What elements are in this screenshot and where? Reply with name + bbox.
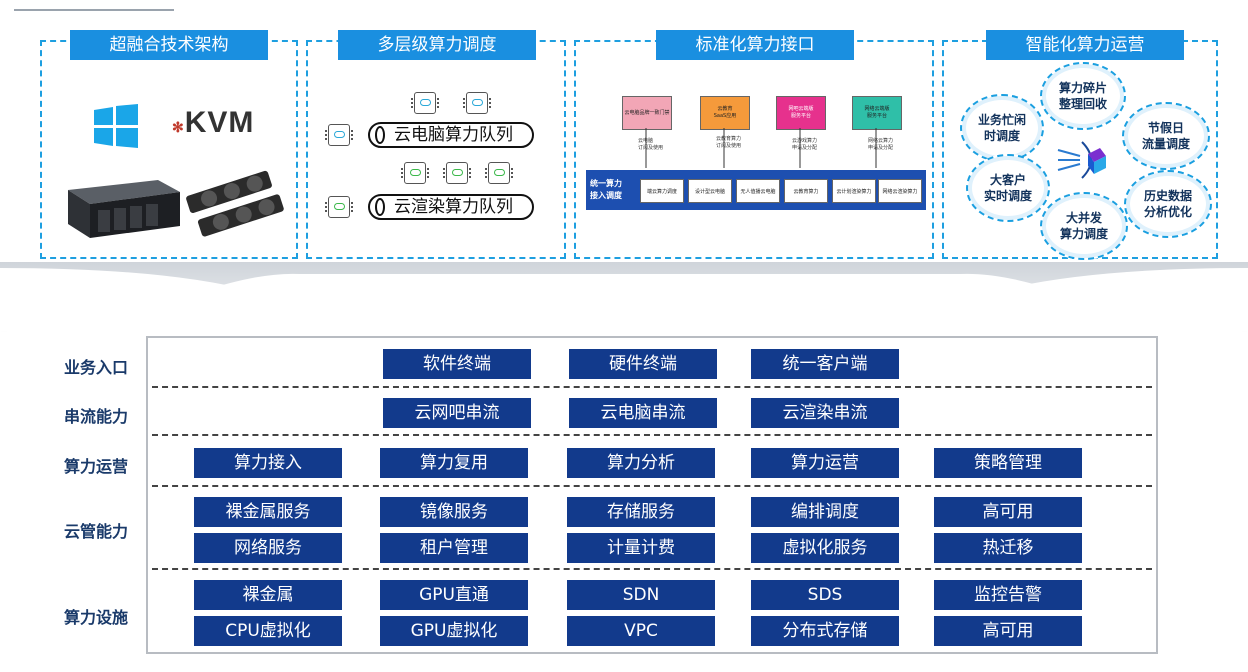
gpu-chip-icon — [485, 162, 513, 184]
layer-cell: 云渲染串流 — [751, 398, 899, 428]
layer-cell: 监控告警 — [934, 580, 1082, 610]
api-note: 云游戏算力 申请及分配 — [792, 138, 818, 151]
layer-cell: 云电脑串流 — [569, 398, 717, 428]
layer-cell: 分布式存储 — [751, 616, 899, 646]
gpu-chip-icon — [401, 162, 429, 184]
api-sub-box: 端云算力调度 — [640, 179, 684, 203]
layer-cell: 硬件终端 — [569, 349, 717, 379]
cpu-chip-icon — [463, 92, 491, 114]
layer-divider — [152, 485, 1152, 487]
layer-cell: 统一客户端 — [751, 349, 899, 379]
layer-cell: 软件终端 — [383, 349, 531, 379]
api-note: 网络云算力 申请及分配 — [868, 138, 894, 151]
cpu-chip-icon — [325, 124, 353, 146]
api-sub-box: 设计型云电脑 — [688, 179, 732, 203]
layer-cell: 算力接入 — [194, 448, 342, 478]
layer-cell: 云网吧串流 — [383, 398, 531, 428]
api-sub-box: 无人值播云电脑 — [736, 179, 780, 203]
ops-bubble: 大并发 算力调度 — [1040, 192, 1128, 260]
layer-cell: SDS — [751, 580, 899, 610]
layer-cell: 策略管理 — [934, 448, 1082, 478]
panel-scheduling: 多层级算力调度 云电脑算力队列 云渲染算力队列 — [306, 30, 566, 259]
layer-cell: GPU直通 — [380, 580, 528, 610]
api-connector-lines — [645, 128, 877, 168]
layer-cell: 算力分析 — [567, 448, 715, 478]
api-side-label: 统一算力 接入调度 — [590, 179, 622, 200]
api-note: 云电脑 订阅及使用 — [638, 138, 664, 151]
layer-divider — [152, 434, 1152, 436]
ops-bubble: 节假日 流量调度 — [1122, 102, 1210, 170]
queue-cloud-pc: 云电脑算力队列 — [368, 122, 534, 148]
layer-cell: 计量计费 — [567, 533, 715, 563]
top-divider — [14, 9, 174, 11]
gpu-chip-icon — [443, 162, 471, 184]
api-sub-box: 云计划渲染算力 — [832, 179, 876, 203]
ops-bubble: 大客户 实时调度 — [966, 154, 1050, 222]
layer-cell: 裸金属服务 — [194, 497, 342, 527]
gpu-cards-icon — [186, 170, 284, 237]
layer-cell: 网络服务 — [194, 533, 342, 563]
queue-cloud-render: 云渲染算力队列 — [368, 194, 534, 220]
layer-cell: 热迁移 — [934, 533, 1082, 563]
ops-bubble: 业务忙闲 时调度 — [960, 94, 1044, 162]
layer-cell: 裸金属 — [194, 580, 342, 610]
api-service-box: 网络云端版 服务平台 — [852, 96, 902, 130]
layer-cell: GPU虚拟化 — [380, 616, 528, 646]
layer-divider — [152, 386, 1152, 388]
windows-logo-icon — [94, 104, 138, 148]
api-sub-box: 云教育算力 — [784, 179, 828, 203]
kvm-logo: ✻KVM — [172, 106, 255, 139]
layer-cell: 高可用 — [934, 616, 1082, 646]
panel-api: 标准化算力接口 云电脑品牌一致门禁 云教育 SaaS应用 网吧云端版 服务平台 … — [574, 30, 934, 259]
layer-label-business-entry: 业务入口 — [63, 358, 128, 377]
api-service-box: 网吧云端版 服务平台 — [776, 96, 826, 130]
gpu-chip-icon — [325, 196, 353, 218]
panel-title-scheduling: 多层级算力调度 — [338, 30, 536, 60]
api-sub-box: 网络云渲染算力 — [878, 179, 922, 203]
layer-label-compute-ops: 算力运营 — [63, 457, 128, 476]
layer-cell: 算力复用 — [380, 448, 528, 478]
layer-cell: 虚拟化服务 — [751, 533, 899, 563]
ai-chip-icon — [1057, 141, 1106, 179]
layer-cell: 高可用 — [934, 497, 1082, 527]
layer-cell: 租户管理 — [380, 533, 528, 563]
server-icon — [68, 180, 180, 238]
funnel-shape — [0, 262, 1248, 332]
layer-label-infrastructure: 算力设施 — [63, 608, 128, 627]
layer-cell: VPC — [567, 616, 715, 646]
api-note: 云教育算力 订阅及使用 — [716, 136, 742, 149]
panel-hyperconverged: 超融合技术架构 ✻KVM — [40, 30, 298, 259]
layer-cell: 编排调度 — [751, 497, 899, 527]
ops-bubble: 算力碎片 整理回收 — [1040, 62, 1126, 130]
layer-cell: SDN — [567, 580, 715, 610]
layer-label-streaming: 串流能力 — [63, 407, 128, 426]
panel-title-operations: 智能化算力运营 — [986, 30, 1184, 60]
layer-cell: CPU虚拟化 — [194, 616, 342, 646]
layer-divider — [152, 568, 1152, 570]
panel-title-hyperconverged: 超融合技术架构 — [70, 30, 268, 60]
layer-cell: 算力运营 — [751, 448, 899, 478]
capability-stack-frame — [146, 336, 1158, 654]
ops-bubble: 历史数据 分析优化 — [1124, 170, 1212, 238]
api-service-box: 云教育 SaaS应用 — [700, 96, 750, 130]
panel-operations: 智能化算力运营 业务忙闲 时调度 算力碎片 整理回收 节假日 流量调度 大客户 … — [942, 30, 1218, 260]
cpu-chip-icon — [411, 92, 439, 114]
panel-title-api: 标准化算力接口 — [656, 30, 854, 60]
layer-label-cloud-mgmt: 云管能力 — [63, 522, 128, 541]
layer-cell: 存储服务 — [567, 497, 715, 527]
layer-cell: 镜像服务 — [380, 497, 528, 527]
api-service-box: 云电脑品牌一致门禁 — [622, 96, 672, 130]
